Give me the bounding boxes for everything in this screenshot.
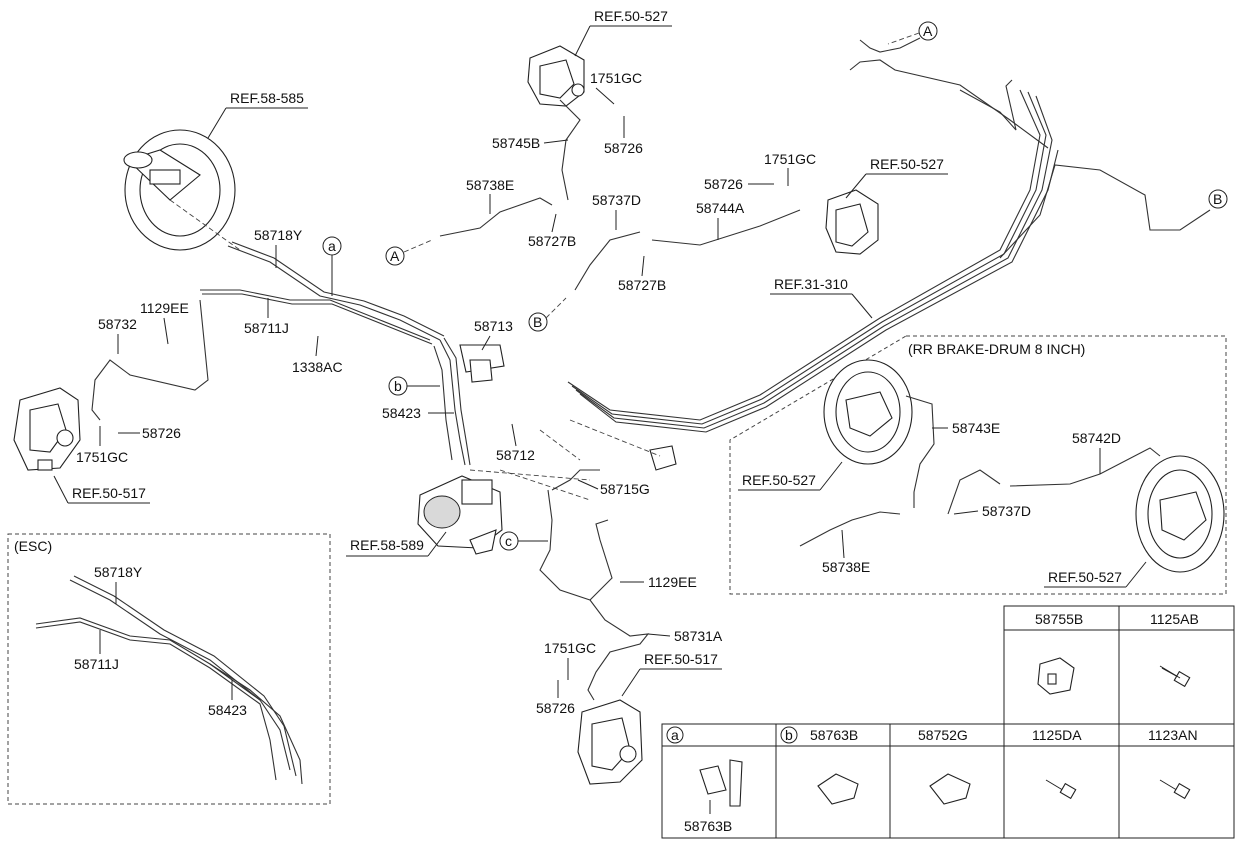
label-58726-bottom: 58726 xyxy=(536,700,575,716)
ref-50-527-top: REF.50-527 xyxy=(594,8,668,24)
ref-labels: REF.58-585 REF.50-527 REF.50-527 REF.31-… xyxy=(53,8,1147,697)
label-58727B-right: 58727B xyxy=(618,277,666,293)
table-callout-a: a xyxy=(671,727,679,743)
brake-pipes xyxy=(91,37,1211,701)
label-58738E-top: 58738E xyxy=(466,177,514,193)
rr-brake-drum-box: (RR BRAKE-DRUM 8 INCH) xyxy=(729,335,1227,595)
label-1129EE-mid: 1129EE xyxy=(648,574,697,590)
label-58711J: 58711J xyxy=(244,320,289,336)
esc-box-title: (ESC) xyxy=(14,538,52,554)
rear-caliper-right xyxy=(825,189,879,255)
label-esc-58423: 58423 xyxy=(208,702,247,718)
label-58743E: 58743E xyxy=(952,420,1000,436)
label-58715G: 58715G xyxy=(600,481,650,497)
label-58713: 58713 xyxy=(474,318,513,334)
abs-hydraulic-unit xyxy=(417,469,591,555)
table-header-58755B: 58755B xyxy=(1035,611,1083,627)
esc-box: (ESC) xyxy=(7,533,331,805)
callout-b: b xyxy=(394,378,402,394)
callout-A-top: A xyxy=(923,23,933,39)
part-labels: 1751GC 58745B 58726 58738E 58727B 58737D… xyxy=(74,70,1121,718)
circled-callouts: a b c A A B B xyxy=(322,21,1228,551)
drum-box-title: (RR BRAKE-DRUM 8 INCH) xyxy=(908,341,1085,357)
label-1751GC-bottom: 1751GC xyxy=(544,640,596,656)
front-right-caliper xyxy=(577,699,643,785)
callout-c: c xyxy=(505,533,512,549)
callout-A-left: A xyxy=(390,248,400,264)
bracket-58713 xyxy=(459,344,505,383)
rear-caliper-top xyxy=(527,45,585,107)
ref-50-527-drum-left: REF.50-527 xyxy=(742,472,816,488)
label-esc-58718Y: 58718Y xyxy=(94,564,143,580)
label-58745B: 58745B xyxy=(492,135,540,151)
ref-50-527-drum-right: REF.50-527 xyxy=(1048,569,1122,585)
label-58738E-drum: 58738E xyxy=(822,559,870,575)
callout-a: a xyxy=(328,238,336,254)
callout-B-right: B xyxy=(1213,191,1222,207)
ref-50-527-right: REF.50-527 xyxy=(870,156,944,172)
ref-50-517-bottom: REF.50-517 xyxy=(644,651,718,667)
table-header-58752G: 58752G xyxy=(918,727,968,743)
label-58712: 58712 xyxy=(496,447,535,463)
label-58737D-top: 58737D xyxy=(592,192,641,208)
label-1129EE-left: 1129EE xyxy=(140,300,189,316)
label-58732: 58732 xyxy=(98,316,137,332)
label-58744A: 58744A xyxy=(696,200,745,216)
label-esc-58711J: 58711J xyxy=(74,656,119,672)
table-header-1123AN: 1123AN xyxy=(1148,727,1198,743)
label-58742D: 58742D xyxy=(1072,430,1121,446)
front-left-caliper xyxy=(13,387,81,471)
label-58731A: 58731A xyxy=(674,628,723,644)
label-1751GC-right: 1751GC xyxy=(764,151,816,167)
ref-58-589: REF.58-589 xyxy=(350,537,424,553)
ref-31-310: REF.31-310 xyxy=(774,276,848,292)
table-a-cell-label: 58763B xyxy=(684,818,732,834)
brake-booster-master-cylinder xyxy=(123,129,241,251)
callout-B-mid: B xyxy=(533,314,542,330)
table-header-1125DA: 1125DA xyxy=(1032,727,1082,743)
label-58727B-left: 58727B xyxy=(528,233,576,249)
ref-58-585: REF.58-585 xyxy=(230,90,304,106)
label-58726-top: 58726 xyxy=(604,140,643,156)
label-1338AC: 1338AC xyxy=(292,359,343,375)
label-58726-left: 58726 xyxy=(142,425,181,441)
label-58718Y: 58718Y xyxy=(254,227,303,243)
ref-50-517-left: REF.50-517 xyxy=(72,485,146,501)
table-callout-b: b xyxy=(785,727,793,743)
proportioning-valve xyxy=(539,419,677,471)
label-1751GC-top: 1751GC xyxy=(590,70,642,86)
label-58423: 58423 xyxy=(382,405,421,421)
table-header-58763B: 58763B xyxy=(810,727,858,743)
label-58726-right: 58726 xyxy=(704,176,743,192)
parts-table: 58755B 1125AB a b 58763B 58752G 1125DA 1… xyxy=(661,605,1235,839)
table-header-1125AB: 1125AB xyxy=(1150,611,1199,627)
label-58737D-drum: 58737D xyxy=(982,503,1031,519)
label-1751GC-left: 1751GC xyxy=(76,449,128,465)
